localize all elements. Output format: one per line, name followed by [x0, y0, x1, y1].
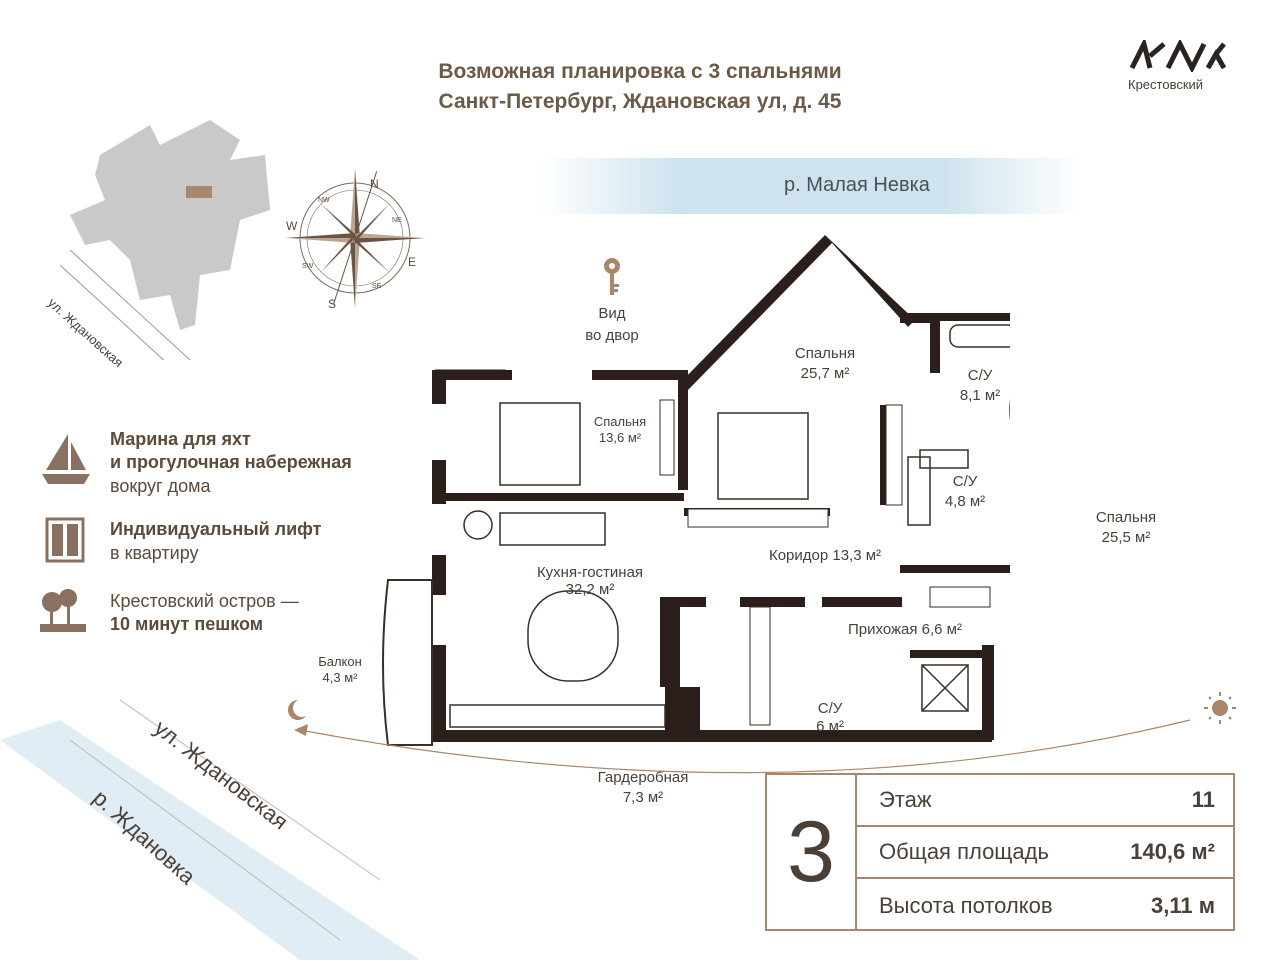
bedroom1-name: Спальня — [593, 414, 647, 429]
feature-lift-title: Индивидуальный лифт — [110, 519, 322, 539]
feature-marina-title1: Марина для яхт — [110, 429, 251, 449]
kitchen-name: Кухня-гостиная — [536, 564, 644, 581]
page-title: Возможная планировка с 3 спальнями — [438, 60, 842, 83]
area-label: Общая площадь — [879, 839, 1049, 864]
area-value: 140,6 м² — [1130, 839, 1215, 864]
feature-park-sub: Крестовский остров — — [110, 591, 299, 611]
compass-ne: NE — [392, 217, 402, 224]
sun-icon — [1204, 692, 1236, 724]
sun-path — [288, 692, 1236, 774]
site-map — [59, 120, 270, 360]
logo: Крестовский — [1128, 36, 1238, 92]
compass-sw: SW — [302, 263, 314, 270]
floor-value: 11 — [1191, 787, 1215, 812]
corridor-label: Коридор 13,3 м² — [768, 547, 882, 564]
moon-icon — [288, 700, 306, 720]
bedroom2-name: Спальня — [794, 345, 856, 362]
rooms-count: 3 — [787, 804, 835, 900]
balcony-name: Балкон — [318, 654, 362, 669]
bedroom3-area: 25,5 м² — [1101, 529, 1151, 546]
compass-rose-icon: N S E W NW NE SW SE — [285, 168, 425, 310]
view-line2: во двор — [585, 327, 639, 344]
hall-label: Прихожая 6,6 м² — [847, 621, 962, 638]
bedroom2-area: 25,7 м² — [800, 365, 850, 382]
bedroom1-area: 13,6 м² — [598, 430, 642, 445]
ceiling-value: 3,11 м — [1151, 893, 1215, 918]
river-top-label: р. Малая Невка — [784, 174, 930, 196]
balcony-area: 4,3 м² — [322, 670, 358, 685]
bath2-area: 4,8 м² — [944, 493, 986, 510]
elevator-icon — [45, 517, 85, 563]
compass-s: S — [328, 297, 336, 310]
sailboat-icon — [42, 434, 90, 484]
park-icon — [40, 589, 86, 632]
wardrobe-area: 7,3 м² — [622, 789, 664, 806]
floor-plan — [382, 235, 1010, 746]
bath3-name: С/У — [817, 700, 843, 717]
river-malaya-nevka — [540, 158, 1080, 214]
building-marker-icon — [186, 186, 212, 198]
feature-marina-title2: и прогулочная набережная — [110, 452, 352, 472]
kitchen-area: 32,2 м² — [565, 581, 615, 598]
bath2-name: С/У — [952, 473, 978, 490]
compass-nw: NW — [318, 197, 330, 204]
bath1-name: С/У — [967, 367, 993, 384]
compass-e: E — [408, 255, 416, 269]
ceiling-label: Высота потолков — [879, 893, 1053, 918]
wardrobe-name: Гардеробная — [597, 769, 689, 786]
bedroom3-name: Спальня — [1095, 509, 1157, 526]
key-icon — [604, 258, 620, 295]
logo-text: Крестовский — [1128, 77, 1204, 92]
feature-marina-sub: вокруг дома — [110, 476, 211, 496]
feature-lift-sub: в квартиру — [110, 543, 199, 563]
info-box: 3 Этаж 11 Общая площадь 140,6 м² Высота … — [765, 773, 1235, 931]
page-subtitle: Санкт-Петербург, Ждановская ул, д. 45 — [438, 90, 842, 113]
view-line1: Вид — [598, 305, 626, 322]
floor-label: Этаж — [879, 787, 932, 812]
feature-park-title: 10 минут пешком — [110, 614, 264, 634]
compass-n: N — [370, 177, 379, 191]
bath1-area: 8,1 м² — [959, 387, 1001, 404]
bath3-area: 6 м² — [816, 718, 844, 735]
compass-se: SE — [372, 283, 382, 290]
bottom-river — [0, 699, 420, 960]
compass-w: W — [286, 219, 298, 233]
logo-mark-icon — [1129, 36, 1227, 74]
